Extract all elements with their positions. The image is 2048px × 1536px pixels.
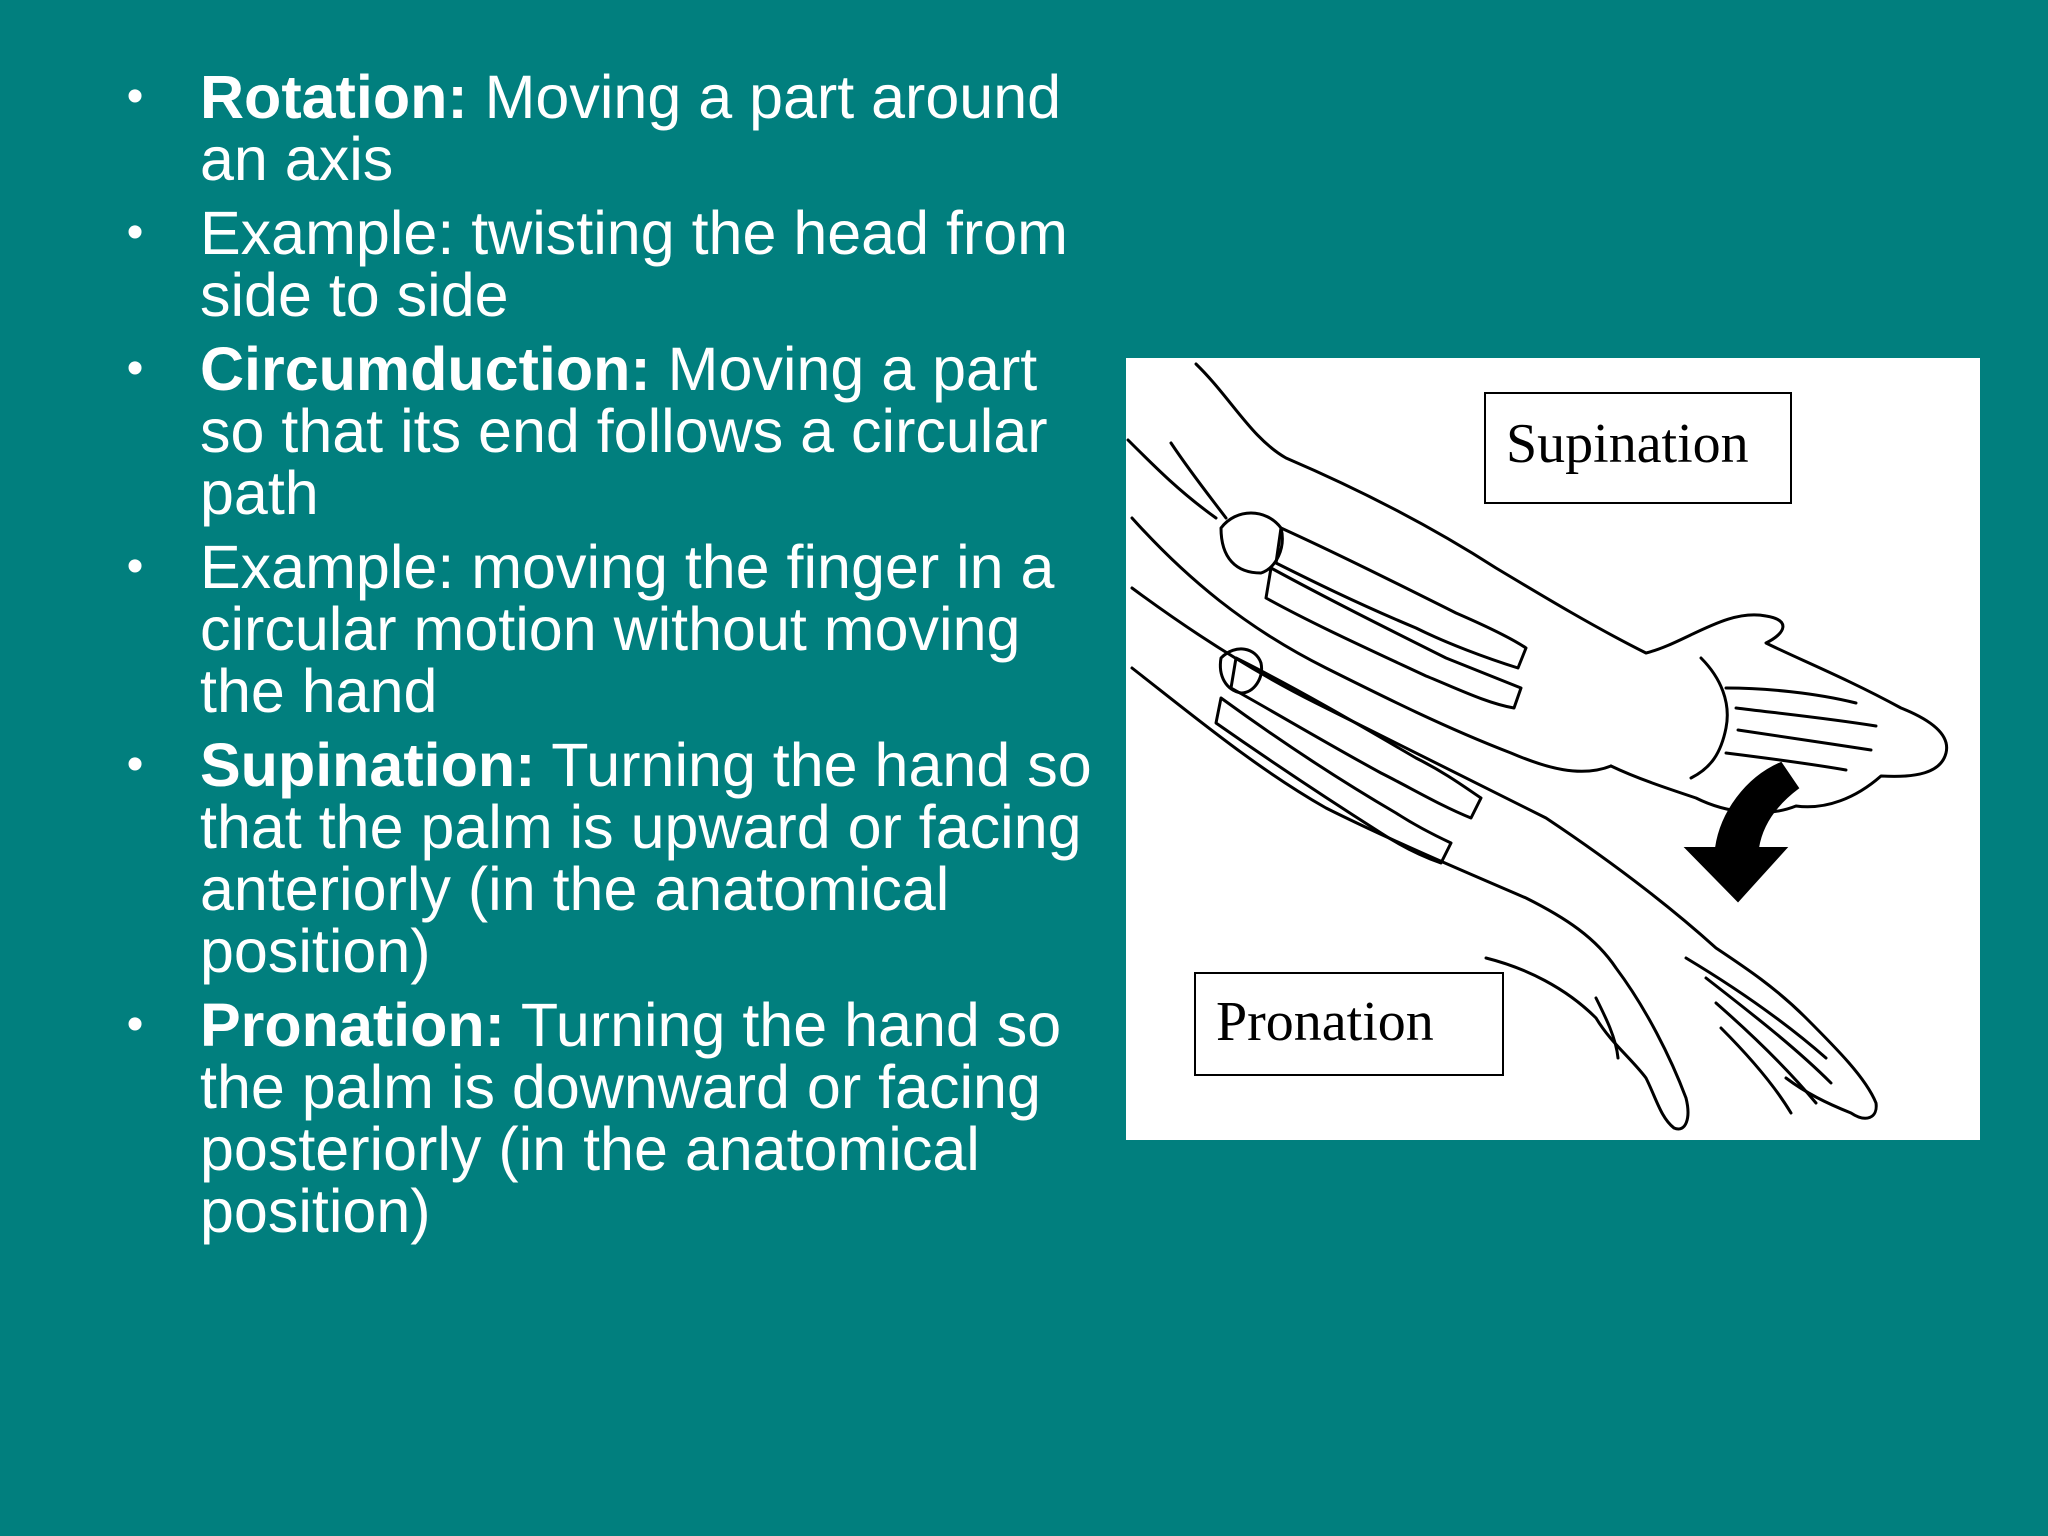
bullet-item-supination: • Supination: Turning the hand so that t… <box>120 734 1105 982</box>
bullet-term: Circumduction: <box>200 335 651 403</box>
bullet-term: Supination: <box>200 731 536 799</box>
bullet-icon: • <box>126 738 144 791</box>
supination-label: Supination <box>1484 392 1792 504</box>
bullet-text: Turning the hand so the palm is downward… <box>200 991 1062 1245</box>
upper-ulna-bone <box>1264 566 1523 710</box>
bullet-text: Example: twisting the head from side to … <box>200 199 1068 329</box>
lower-elbow-joint <box>1218 647 1264 695</box>
lower-forearm-top-edge <box>1130 586 1878 1120</box>
upper-forearm-lower-edge <box>1130 516 1613 773</box>
upper-radius-bone <box>1274 526 1528 670</box>
upper-forearm-back-edge <box>1126 438 1218 520</box>
bullet-text: Moving a part so that its end follows a … <box>200 335 1048 527</box>
bullet-icon: • <box>126 540 144 593</box>
bullet-term: Pronation: <box>200 991 505 1059</box>
bullet-icon: • <box>126 70 144 123</box>
bullet-text: Turning the hand so that the palm is upw… <box>200 731 1092 985</box>
bullet-icon: • <box>126 998 144 1051</box>
bullet-icon: • <box>126 206 144 259</box>
upper-forearm-outline <box>1194 362 1949 815</box>
lower-radius-bone <box>1229 656 1483 820</box>
pronation-label: Pronation <box>1194 972 1504 1076</box>
lower-ulna-bone <box>1214 696 1453 865</box>
rotation-arrow-icon <box>1683 761 1800 903</box>
bullet-item-circumduction: • Circumduction: Moving a part so that i… <box>120 338 1105 524</box>
lower-hand-fingers <box>1684 956 1833 1115</box>
supination-pronation-illustration: Supination Pronation <box>1126 358 1980 1140</box>
bullet-icon: • <box>126 342 144 395</box>
upper-hand-fingers <box>1724 686 1878 772</box>
bullet-item-rotation: • Rotation: Moving a part around an axis <box>120 66 1105 190</box>
bullet-item-circumduction-example: • Example: moving the finger in a circul… <box>120 536 1105 722</box>
bullet-text: Moving a part around an axis <box>200 63 1062 193</box>
bullet-list: • Rotation: Moving a part around an axis… <box>120 66 1105 1254</box>
bullet-item-rotation-example: • Example: twisting the head from side t… <box>120 202 1105 326</box>
bullet-text: Example: moving the finger in a circular… <box>200 533 1055 725</box>
upper-elbow-joint <box>1219 511 1284 575</box>
forearm-line-art <box>1126 362 1949 1131</box>
bullet-term: Rotation: <box>200 63 468 131</box>
bullet-item-pronation: • Pronation: Turning the hand so the pal… <box>120 994 1105 1242</box>
lower-forearm-outline <box>1130 666 1690 1131</box>
